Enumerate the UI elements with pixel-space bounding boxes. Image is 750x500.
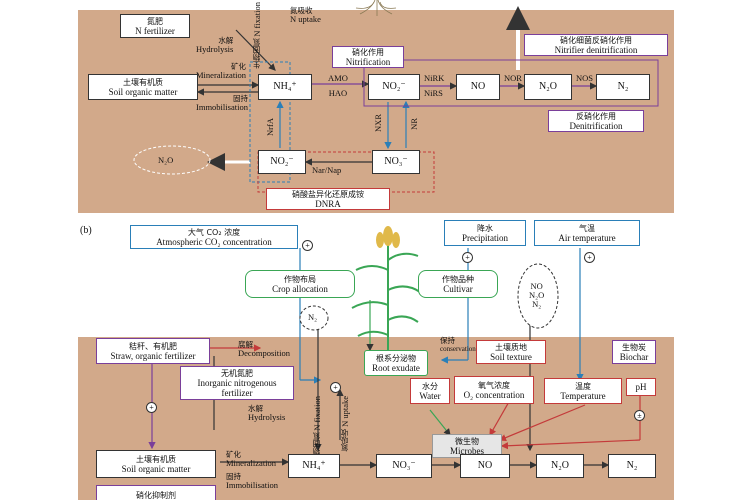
no2-box-a-lower: NO₂⁻ — [258, 150, 306, 174]
fertilizer-sign-mid: + — [330, 382, 341, 393]
biochar-box: 生物炭 Biochar — [612, 340, 656, 364]
fertilizer-sign-left: + — [146, 402, 157, 413]
crop-allocation-box: 作物布局 Crop allocation — [245, 270, 355, 298]
n-fixation-label: 生物固氮 N fixation — [252, 2, 262, 69]
ph-sign: ± — [634, 410, 645, 421]
temperature-box: 温度 Temperature — [544, 378, 622, 404]
nitrification-box: 硝化作用 Nitrification — [332, 46, 404, 68]
nh4-box-b: NH₄⁺ — [288, 454, 340, 478]
nos-label: NOS — [576, 73, 594, 83]
nor-label: NOR — [504, 73, 522, 83]
no-box-b: NO — [460, 454, 510, 478]
nar-nap-label: Nar/Nap — [312, 165, 342, 175]
cultivar-box: 作物品种 Cultivar — [418, 270, 498, 298]
precipitation-box: 降水 Precipitation — [444, 220, 526, 246]
no-box-a: NO — [456, 74, 500, 100]
co2-box: 大气 CO₂ 浓度 Atmospheric CO₂ concentration — [130, 225, 298, 249]
nitrifier-denitrification-box: 硝化细菌反硝化作用 Nitrifier denitrification — [524, 34, 668, 56]
n-fixation-label-b: 生物固氮 N fixation — [312, 396, 322, 463]
n2o-box-b: N₂O — [536, 454, 584, 478]
air-temperature-box: 气温 Air temperature — [534, 220, 640, 246]
panel-b-tag: (b) — [80, 225, 92, 236]
soil-organic-matter-box-b: 土壤有机质 Soil organic matter — [96, 450, 216, 478]
plant-b — [351, 236, 421, 352]
root-exudate-box: 根系分泌物 Root exudate — [364, 350, 428, 376]
n-fertilizer-box: 氮肥 N fertilizer — [120, 14, 190, 38]
no2-box-a: NO₂⁻ — [368, 74, 420, 100]
immobilisation-label-b: 固持 Immobilisation — [226, 472, 278, 490]
straw-fertilizer-box: 秸秆、有机肥 Straw, organic fertilizer — [96, 338, 210, 364]
nr-label: NR — [409, 118, 419, 130]
o2-concentration-box: 氧气浓度 O₂ concentration — [454, 376, 534, 404]
n2-box-b: N₂ — [608, 454, 656, 478]
inorganic-fertilizer-box: 无机氮肥 Inorganic nitrogenous fertilizer — [180, 366, 294, 400]
hydrolysis-label-b: 水解 Hydrolysis — [248, 404, 286, 422]
nrfa-label: NrfA — [265, 118, 275, 136]
wheat-ear — [383, 226, 393, 246]
n-uptake-label: 氮吸收 N uptake — [290, 6, 321, 24]
mineralization-label-b: 矿化 Mineralization — [226, 450, 277, 468]
no3-box-b: NO₃⁻ — [376, 454, 432, 478]
denitrification-box: 反硝化作用 Denitrification — [548, 110, 644, 132]
ph-box: pH — [626, 378, 656, 396]
mineralization-label: 矿化 Mineralization — [196, 62, 247, 80]
precip-sign: + — [462, 252, 473, 263]
no3-box-a: NO₃⁻ — [372, 150, 420, 174]
hydrolysis-label: 水解 Hydrolysis — [196, 36, 234, 54]
conservation-label: 保持 conservation — [440, 336, 476, 353]
n-uptake-label-b: 氮吸收 N uptake — [340, 396, 350, 452]
n2-cloud-label: N₂ — [308, 312, 318, 322]
n2o-emission-label: N₂O — [158, 155, 174, 165]
gas-emissions-label: NO N₂O N₂ — [529, 281, 545, 309]
n2o-box-a: N₂O — [524, 74, 572, 100]
co2-sign: + — [302, 240, 313, 251]
nh4-box-a: NH₄⁺ — [258, 74, 312, 100]
plant-roots-a — [355, 0, 397, 16]
dnra-box: 硝酸盐异化还原成铵 DNRA — [266, 188, 390, 210]
decomposition-label: 腐解 Decomposition — [238, 340, 290, 358]
nitrification-inhibitor-box: 硝化抑制剂 — [96, 485, 216, 500]
air-temp-sign: + — [584, 252, 595, 263]
soil-texture-box: 土壤质地 Soil texture — [476, 340, 546, 364]
soil-organic-matter-box-a: 土壤有机质 Soil organic matter — [88, 74, 198, 100]
n2-box-a: N₂ — [596, 74, 650, 100]
amo-hao-label: AMO HAO — [328, 73, 348, 98]
water-box: 水分 Water — [410, 378, 450, 404]
immobilisation-label: 固持 Immobilisation — [196, 94, 248, 112]
nirk-nirs-label: NiRK NiRS — [424, 73, 445, 98]
nxr-label: NXR — [373, 114, 383, 132]
